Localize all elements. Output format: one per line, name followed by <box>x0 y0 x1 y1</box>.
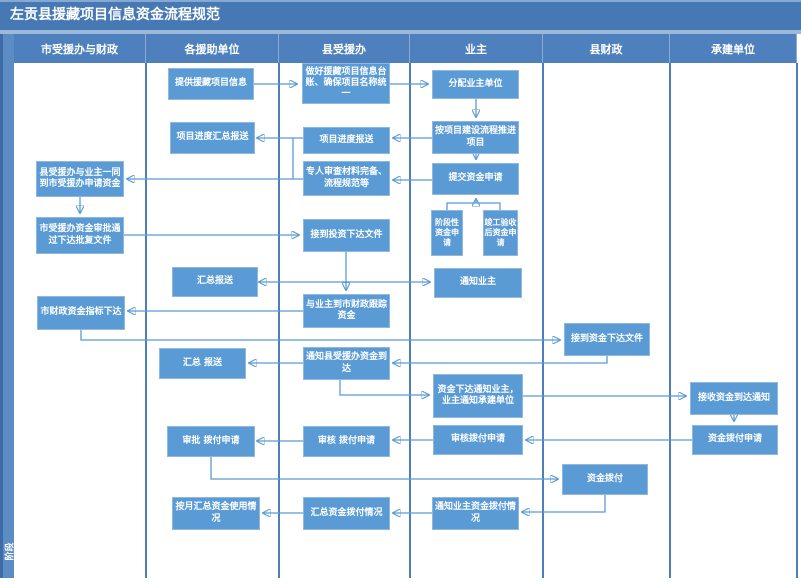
page-title: 左贡县援藏项目信息资金流程规范 <box>0 0 801 30</box>
lane-header-county-office: 县受援办 <box>279 34 410 63</box>
flow-node-stage-fund: 阶段性资金申请 <box>431 210 463 256</box>
lane-divider <box>409 63 411 578</box>
lane-header-aid-units: 各援助单位 <box>146 34 279 63</box>
lane-divider <box>542 63 544 578</box>
flow-node-recv-fund-doc: 接到资金下达文件 <box>564 323 650 356</box>
flow-node-submit-fund: 提交资金申请 <box>432 163 519 195</box>
flow-node-fund-arrive-notify: 资金下达通知业主，业主通知承建单位 <box>433 374 523 418</box>
flow-node-track-fund: 与业主到市财政跟踪资金 <box>303 294 390 328</box>
flow-node-notify-pay-status: 通知业主资金拨付情况 <box>432 497 519 530</box>
flow-node-owner-audit-pay: 审核拨付申请 <box>433 425 523 455</box>
stage-label: 阶段 <box>5 542 15 561</box>
flow-node-apply-city: 县受援办与业主一同到市受援办申请资金 <box>36 161 124 197</box>
flow-node-progress-report: 项目进度报送 <box>303 127 390 154</box>
flow-node-recv-invest-doc: 接到投资下达文件 <box>303 219 390 252</box>
flow-node-pay-apply: 资金拨付申请 <box>692 425 778 455</box>
flow-node-summary-report-1: 汇总报送 <box>172 267 258 297</box>
lane-header-contractor: 承建单位 <box>670 34 797 63</box>
flow-node-ledger: 做好援藏项目信息台账、确保项目名称统一 <box>302 63 390 104</box>
flow-node-city-fin-quota: 市财政资金指标下达 <box>37 296 125 330</box>
flow-node-push-project: 按项目建设流程推进项目 <box>432 121 519 154</box>
stage-strip: 阶段 <box>0 34 15 578</box>
flow-node-approval-doc: 市受援办资金审批通过下达批复文件 <box>36 217 124 254</box>
flow-node-county-audit-pay: 审核 拨付申请 <box>303 426 390 457</box>
flow-node-notify-county: 通知县受援办资金到达 <box>303 347 390 380</box>
flow-node-notify-owner: 通知业主 <box>434 268 522 298</box>
title-divider <box>0 30 801 34</box>
flow-node-review-material: 专人审查材料完备、流程规范等 <box>303 161 390 196</box>
lane-divider <box>669 63 671 578</box>
flow-node-progress-summary: 项目进度汇总报送 <box>170 122 255 154</box>
lane-divider <box>145 63 147 578</box>
lane-header-city-office: 市受援办与财政 <box>14 34 146 63</box>
flow-node-fund-pay: 资金拨付 <box>562 464 648 495</box>
flow-node-summary-report-2: 汇总 报送 <box>159 348 246 379</box>
flow-node-completion-fund: 竣工验收后资金申请 <box>483 210 518 256</box>
lane-header-owner: 业主 <box>410 34 543 63</box>
lane-header-county-fin: 县财政 <box>543 34 670 63</box>
flow-node-assign-owner: 分配业主单位 <box>432 70 519 99</box>
lane-divider <box>796 63 798 578</box>
flow-node-approve-pay: 审批 拨付申请 <box>167 426 255 457</box>
flow-node-recv-notice: 接收资金到达通知 <box>690 382 778 415</box>
flow-node-monthly-summary: 按月汇总资金使用情况 <box>172 497 260 530</box>
lane-divider <box>278 63 280 578</box>
flow-node-provide-info: 提供援藏项目信息 <box>168 68 254 100</box>
flow-node-summary-pay: 汇总资金拨付情况 <box>303 497 390 530</box>
